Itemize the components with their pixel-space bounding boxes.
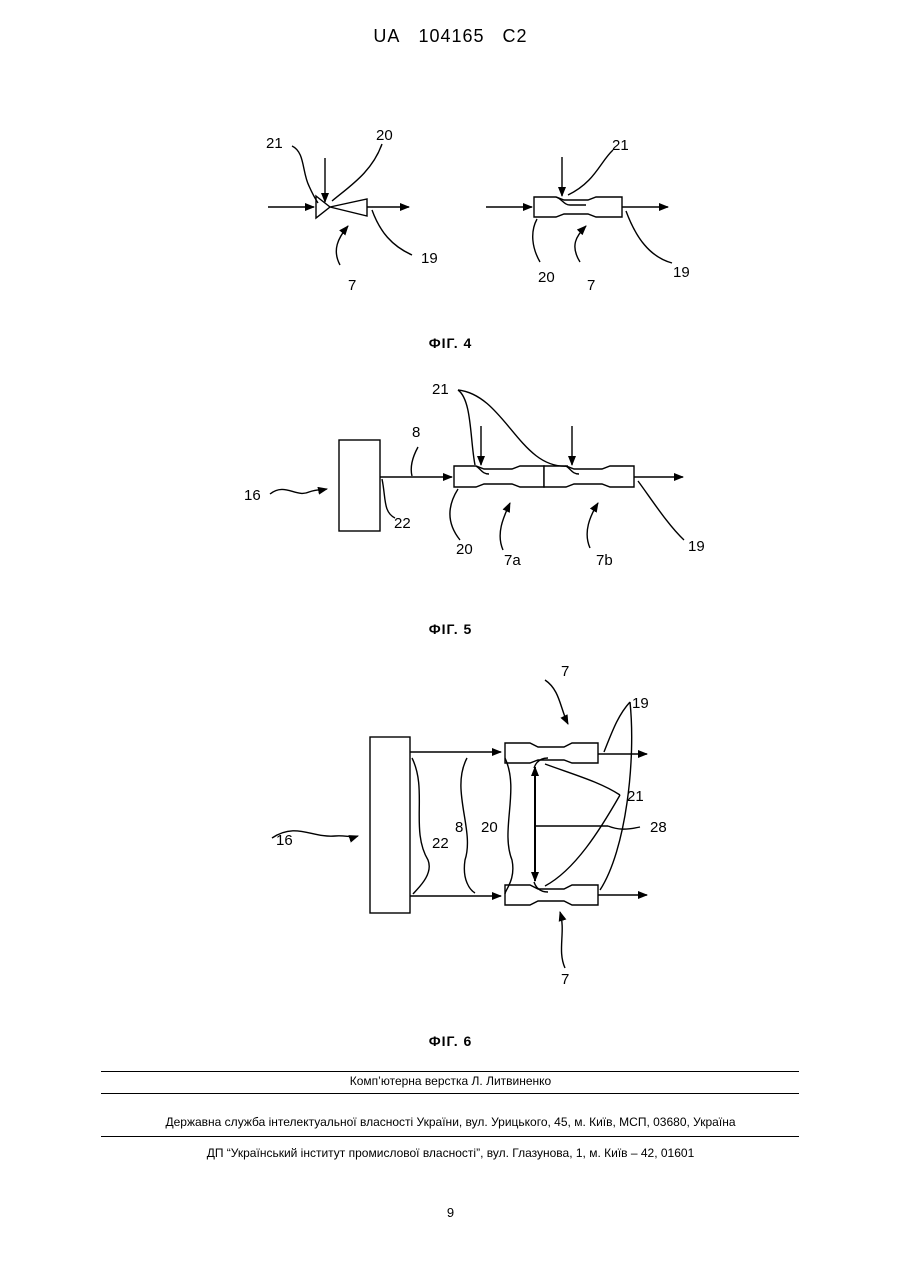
label-8: 8 [412,424,420,441]
divider [101,1071,799,1072]
label-20: 20 [376,127,393,144]
label-21: 21 [266,135,283,152]
label-7b: 7b [596,552,613,569]
divider [101,1093,799,1094]
compiler-line: Комп’ютерна верстка Л. Литвиненко [0,1074,901,1088]
label-21: 21 [432,381,449,398]
label-21: 21 [612,137,629,154]
label-16: 16 [244,487,261,504]
label-20: 20 [481,819,498,836]
office-line: Державна служба інтелектуальної власност… [0,1115,901,1129]
label-19: 19 [673,264,690,281]
label-19: 19 [688,538,705,555]
fig5-diagram [270,390,684,550]
label-28: 28 [650,819,667,836]
label-20: 20 [538,269,555,286]
figure-caption: ФІГ. 4 [0,335,901,351]
label-16: 16 [276,832,293,849]
label-21: 21 [627,788,644,805]
divider [101,1136,799,1137]
label-8: 8 [455,819,463,836]
label-7: 7 [561,971,569,988]
label-19: 19 [421,250,438,267]
fig4-left-nozzle [268,144,412,265]
label-7: 7 [348,277,356,294]
label-7: 7 [587,277,595,294]
label-19: 19 [632,695,649,712]
label-7: 7 [561,663,569,680]
label-20: 20 [456,541,473,558]
label-22: 22 [394,515,411,532]
page-number: 9 [0,1205,901,1220]
figure-caption: ФІГ. 5 [0,621,901,637]
label-22: 22 [432,835,449,852]
figure-caption: ФІГ. 6 [0,1033,901,1049]
label-7a: 7a [504,552,521,569]
fig4-right-nozzle [486,150,672,263]
institute-line: ДП “Український інститут промислової вла… [0,1146,901,1160]
